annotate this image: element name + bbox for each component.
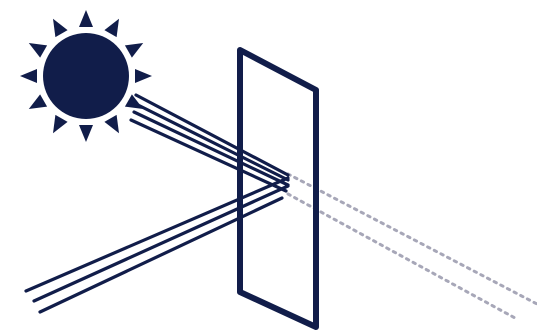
reflected-rays	[26, 178, 288, 312]
sun-ray-triangle	[20, 69, 37, 83]
sun-ray-triangle	[79, 125, 93, 142]
sun-ray-triangle	[29, 43, 47, 58]
sun-ray-triangle	[53, 115, 68, 133]
reflected-ray	[26, 178, 288, 291]
sun-ray-triangle	[29, 94, 47, 109]
sun-ray-triangle	[125, 43, 143, 58]
reflected-ray	[34, 186, 288, 301]
transmitted-rays	[288, 174, 537, 318]
incident-ray	[136, 104, 288, 180]
sun-ray-triangle	[104, 19, 119, 37]
incident-ray	[131, 120, 286, 191]
transmitted-ray	[288, 174, 537, 304]
sun-ray-triangle	[79, 10, 93, 27]
sun-ray-triangle	[104, 115, 119, 133]
sun-disc	[43, 33, 129, 119]
transmitted-ray	[288, 194, 515, 318]
sun-ray-triangle	[53, 19, 68, 37]
incident-rays	[131, 95, 288, 191]
sun-ray-triangle	[135, 69, 152, 83]
incident-ray	[136, 95, 288, 175]
incident-ray	[134, 112, 288, 185]
